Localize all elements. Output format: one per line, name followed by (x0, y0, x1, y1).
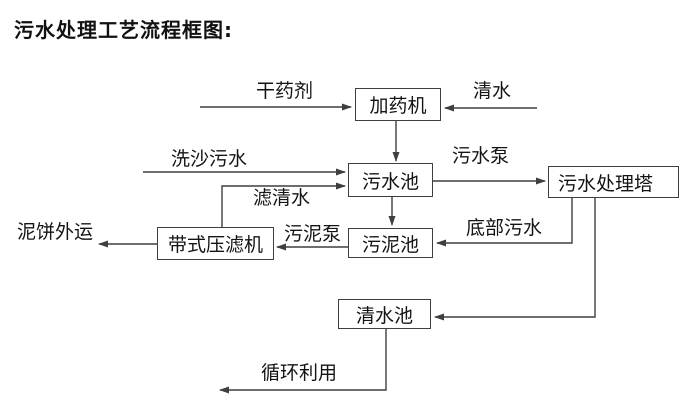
diagram-title: 污水处理工艺流程框图: (14, 18, 233, 42)
node-clean-water-pool: 清水池 (338, 299, 431, 329)
flow-label-dry-chemical: 干药剂 (256, 80, 314, 102)
node-belt-filter-press: 带式压滤机 (157, 227, 274, 260)
flow-label-bottom-sewage: 底部污水 (466, 217, 543, 239)
connector-tower-bottom-to-sludge (436, 198, 573, 247)
flow-label-sludge-pump: 污泥泵 (284, 223, 342, 245)
connector-press-filtered-to-sewage (221, 182, 346, 227)
node-sewage-treatment-tower: 污水处理塔 (548, 166, 679, 198)
flow-label-clean-water: 清水 (473, 80, 512, 102)
connector-clean-pool-to-recycle (219, 329, 387, 394)
flow-label-sand-washing-sewage: 洗沙污水 (171, 148, 248, 170)
flow-label-recycling-use: 循环利用 (261, 362, 338, 384)
connector-tower-to-clean-pool (434, 198, 596, 321)
flow-label-filtered-clean-water: 滤清水 (253, 187, 311, 209)
node-dosing-machine: 加药机 (355, 88, 441, 121)
flow-label-sewage-pump: 污水泵 (452, 145, 510, 167)
flow-label-mud-cake-outbound: 泥饼外运 (17, 221, 94, 243)
node-sewage-pool: 污水池 (348, 163, 433, 197)
node-sludge-pool: 污泥池 (348, 228, 433, 258)
